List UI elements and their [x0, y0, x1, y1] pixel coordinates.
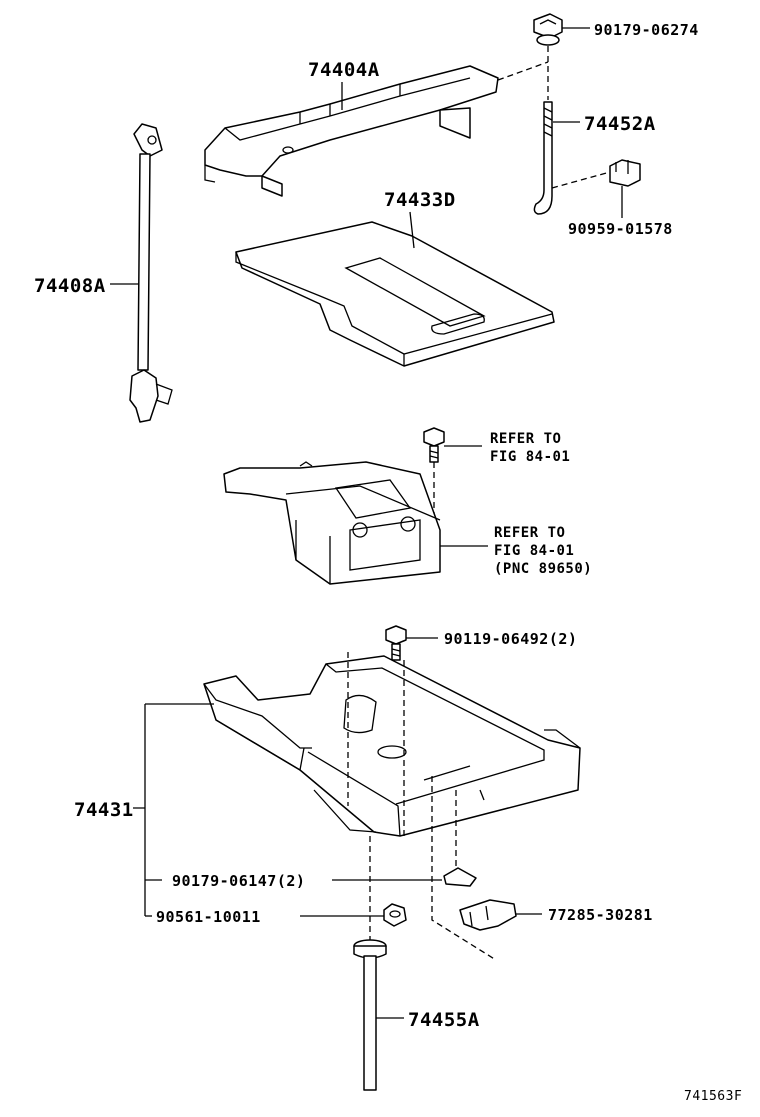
label-90119-06492: 90119-06492(2): [444, 630, 577, 648]
label-90959-01578: 90959-01578: [568, 220, 673, 238]
bolt-90119-06492: [385, 625, 407, 661]
label-77285-30281: 77285-30281: [548, 906, 653, 924]
label-ref2-line2: FIG 84-01: [494, 543, 574, 559]
label-90179-06274: 90179-06274: [594, 21, 699, 39]
label-90561-10011: 90561-10011: [156, 908, 261, 926]
rod-74408A: [129, 123, 173, 423]
bolt-74455A: [353, 939, 387, 1091]
label-74404A: 74404A: [308, 59, 380, 81]
battery-insulator-74433D: [235, 221, 555, 367]
label-74431: 74431: [74, 799, 134, 821]
bracket-77285-30281: [459, 899, 517, 931]
nut-90179-06274: [533, 13, 563, 46]
label-74455A: 74455A: [408, 1009, 480, 1031]
bolt-ref-84-01: [423, 427, 445, 463]
clip-90959-01578: [609, 159, 641, 187]
clip-90179-06147: [443, 867, 477, 887]
nut-90561-10011: [383, 903, 407, 927]
label-74433D: 74433D: [384, 189, 456, 211]
label-90179-06147: 90179-06147(2): [172, 872, 305, 890]
label-74452A: 74452A: [584, 113, 656, 135]
hook-bolt-74452A: [533, 101, 553, 215]
hold-down-bracket-74404A: [204, 65, 499, 197]
label-74408A: 74408A: [34, 275, 106, 297]
label-ref1-line1: REFER TO: [490, 431, 561, 447]
battery-tray-74431: [203, 655, 581, 837]
label-ref2-line3: (PNC 89650): [494, 561, 592, 577]
figure-code: 741563F: [684, 1089, 742, 1104]
control-module: [223, 461, 441, 585]
label-ref1-line2: FIG 84-01: [490, 449, 570, 465]
label-ref2-line1: REFER TO: [494, 525, 565, 541]
